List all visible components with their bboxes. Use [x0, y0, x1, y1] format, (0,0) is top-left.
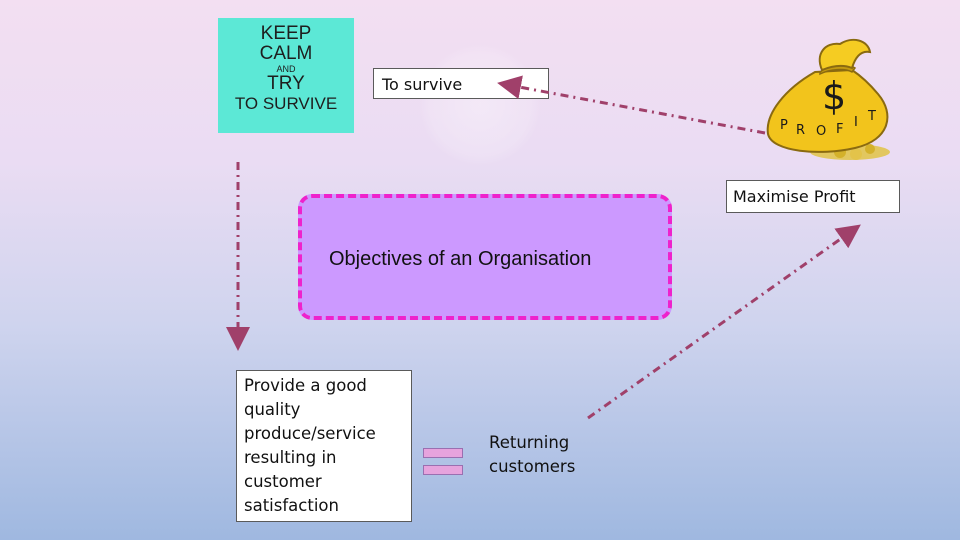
profit-letter-f: F: [836, 122, 843, 137]
profit-letter-t: T: [867, 109, 876, 124]
profit-letter-r: R: [796, 123, 805, 138]
profit-letter-i: I: [854, 115, 858, 130]
poster-line-survive: TO SURVIVE: [234, 94, 338, 113]
poster-line-and: AND: [276, 64, 296, 74]
maximise-profit-label: Maximise Profit: [726, 180, 900, 213]
profit-letter-o: O: [816, 124, 826, 139]
poster-line-try: TRY: [267, 73, 305, 94]
poster-line-keep: KEEP: [260, 23, 312, 44]
returning-customers-label: Returning customers: [489, 433, 576, 476]
arrow-returning-to-profit: [587, 224, 861, 420]
background-glow: [420, 45, 540, 165]
profit-letter-p: P: [780, 118, 788, 133]
objectives-box: [298, 194, 672, 320]
equals-bar-bottom: [423, 465, 463, 475]
poster-line-calm: CALM: [259, 43, 313, 64]
quality-service-label: Provide a good quality produce/service r…: [236, 370, 412, 522]
dollar-symbol: $: [822, 74, 846, 118]
equals-bar-top: [423, 448, 463, 458]
money-bag-icon: $ P R O F I T: [766, 38, 890, 160]
keep-calm-poster: KEEP CALM AND TRY TO SURVIVE: [218, 18, 354, 133]
arrow-profit-to-survive: [497, 75, 766, 135]
objectives-title: Objectives of an Organisation: [329, 248, 592, 270]
